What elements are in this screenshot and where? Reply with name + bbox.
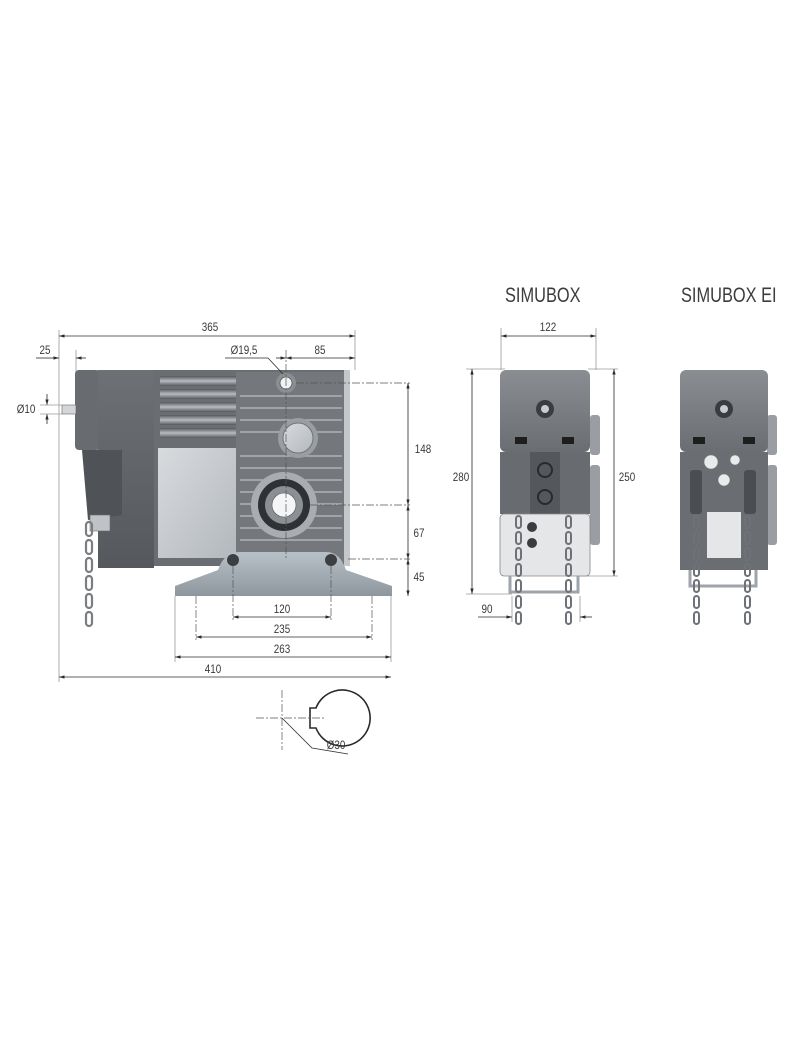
motor-panel bbox=[158, 448, 236, 558]
dim-label-25: 25 bbox=[39, 343, 51, 357]
dim-label-235: 235 bbox=[273, 622, 291, 636]
dim-label-263: 263 bbox=[273, 642, 291, 656]
dim-label-250: 250 bbox=[618, 470, 636, 484]
brake-housing bbox=[82, 450, 122, 520]
dim-label-280: 280 bbox=[452, 470, 470, 484]
dim-label-120: 120 bbox=[273, 602, 291, 616]
inspection-window bbox=[282, 422, 314, 454]
end-cap bbox=[75, 370, 100, 450]
dim-label-67: 67 bbox=[413, 526, 425, 540]
simubox-limit-panel bbox=[499, 513, 591, 577]
base-bolt-right bbox=[325, 554, 337, 566]
simubox-chain-guide bbox=[508, 576, 580, 594]
chain-guard-left bbox=[690, 470, 702, 514]
simubox-ei-view bbox=[680, 370, 777, 625]
dim-label-45: 45 bbox=[413, 570, 425, 584]
dim-label-122: 122 bbox=[539, 320, 557, 334]
simubox-ei-title: SIMUBOX EI bbox=[681, 284, 777, 307]
dim-label-shaft-diameter: Ø10 bbox=[16, 402, 36, 416]
dim-label-85: 85 bbox=[314, 343, 326, 357]
dim-label-365: 365 bbox=[201, 320, 219, 334]
chain-guard-right bbox=[744, 470, 756, 514]
motor-side-view bbox=[36, 330, 410, 682]
gearbox-plate bbox=[344, 370, 350, 566]
shaft-section-view bbox=[256, 689, 371, 755]
output-shaft-bore bbox=[271, 492, 297, 518]
dim-label-90: 90 bbox=[481, 602, 493, 616]
base-bolt-left bbox=[227, 554, 239, 566]
dim-label-148: 148 bbox=[414, 442, 432, 456]
simubox-ei-panel bbox=[707, 512, 741, 558]
simubox-title: SIMUBOX bbox=[505, 284, 581, 307]
dim-label-410: 410 bbox=[204, 662, 222, 676]
cooling-fins bbox=[160, 376, 270, 438]
manual-shaft bbox=[61, 404, 77, 415]
dim-label-output-shaft-diameter: Ø30 bbox=[326, 738, 346, 752]
simubox-view bbox=[466, 328, 618, 625]
dim-label-hole-diameter: Ø19,5 bbox=[230, 343, 258, 357]
hand-chain bbox=[84, 520, 94, 628]
